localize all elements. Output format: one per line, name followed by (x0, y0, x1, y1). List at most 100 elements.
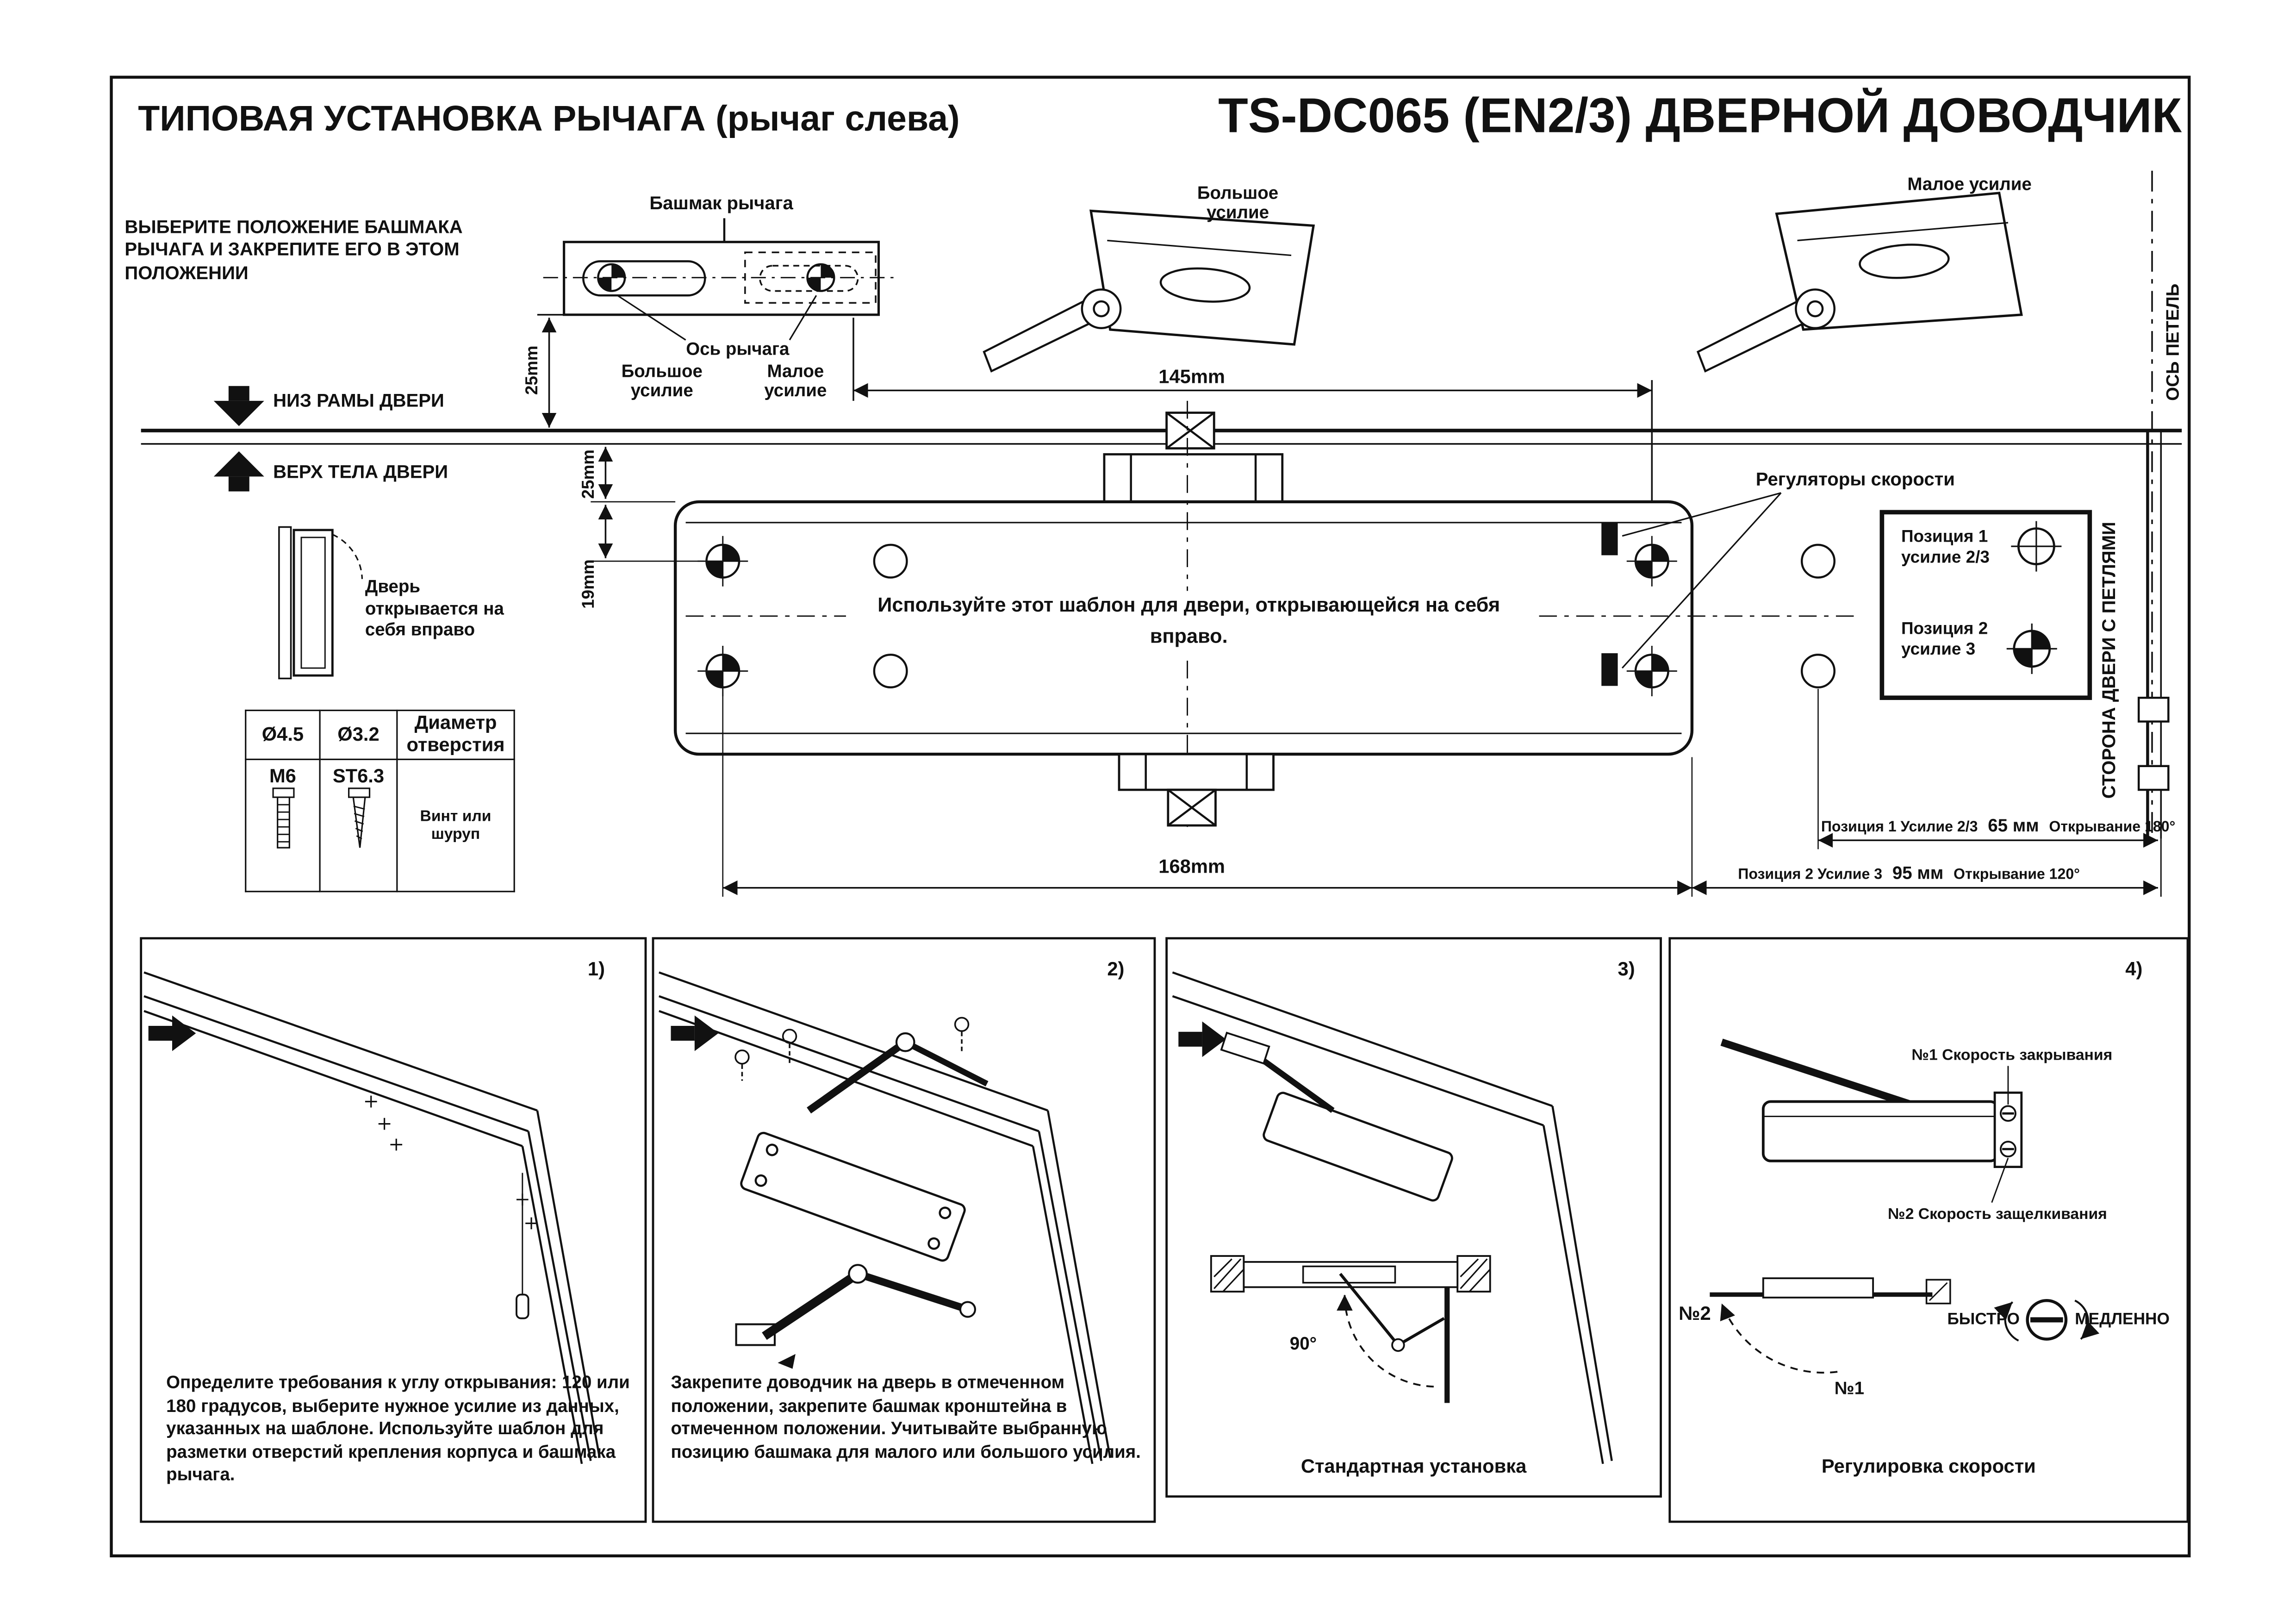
closer-assembly-drawing (734, 1017, 989, 1262)
page-border (110, 75, 2191, 1558)
mounting-hole (1626, 646, 1677, 697)
dim-25mm-body: 25mm (580, 449, 598, 499)
mounting-hole (1626, 536, 1677, 587)
n2-label: №2 (1679, 1302, 1711, 1324)
step1-number: 1) (587, 957, 605, 980)
dim-19mm: 19mm (580, 559, 598, 609)
hole-d2: Ø3.2 (319, 709, 398, 760)
mounting-hole (697, 536, 748, 587)
speed-dial-icon (1994, 1299, 2100, 1342)
speed-regulators-leaders (1621, 492, 1782, 669)
position2-dim-prefix: Позиция 2 Усилие 3 (1738, 867, 1883, 884)
position2-force: усилие 3 (1901, 641, 1976, 659)
hole-d-label: Диаметр отверстия (396, 709, 515, 760)
hole-m6-cell: M6 (245, 758, 321, 892)
swing-plan-view (1710, 1277, 1951, 1374)
step1-text: Определите требования к углу открывания:… (166, 1372, 630, 1486)
position1-force: усилие 2/3 (1901, 549, 1990, 568)
step-panel-4 (1668, 937, 2189, 1523)
crosshair-icon (2011, 521, 2062, 572)
arm-illustration-small-force (1696, 192, 2023, 373)
down-arrow-icon (213, 386, 264, 426)
mounting-hole (873, 653, 908, 689)
filled-crosshair-icon (2006, 623, 2057, 674)
title-right: TS-DC065 (EN2/3) ДВЕРНОЙ ДОВОДЧИК (1218, 87, 2182, 143)
plumb-line (516, 1173, 529, 1319)
speed-regulators-label: Регуляторы скорости (1755, 469, 1955, 490)
body-dimension-lines (591, 443, 704, 562)
dim-145mm: 145mm (1125, 365, 1259, 389)
shoe-force-big-label: Большое усилие (621, 361, 703, 402)
position1-label: Позиция 1 (1901, 528, 1988, 547)
hole-st63-cell: ST6.3 (319, 758, 398, 892)
slow-label: МЕДЛЕННО (2075, 1311, 2170, 1329)
position1-dim-prefix: Позиция 1 Усилие 2/3 (1821, 819, 1978, 836)
step4-caption: Регулировка скорости (1821, 1455, 2036, 1477)
fast-label: БЫСТРО (1947, 1311, 2020, 1329)
door-opening-note: Дверь открывается на себя вправо (365, 576, 504, 640)
mounting-hole (873, 543, 908, 579)
hole-table: Ø4.5 Ø3.2 Диаметр отверстия M6 ST6.3 (245, 709, 515, 892)
door-swing-icon (278, 526, 363, 680)
spindle-cross-box-top (1165, 412, 1215, 450)
standard-install-drawing (1172, 971, 1613, 1464)
arm-shoe-drawing (543, 218, 896, 341)
hole-s-label: Винт или шуруп (396, 758, 515, 892)
mounting-hole (697, 646, 748, 697)
right-arrow-icon (671, 1015, 719, 1051)
frame-corner-drawing-2 (659, 971, 1111, 1464)
m6-bolt-icon (271, 787, 294, 849)
door-frame-line (141, 429, 2182, 445)
speed-valve (1601, 653, 1618, 686)
n1-label: №1 (1834, 1378, 1865, 1399)
title-left: ТИПОВАЯ УСТАНОВКА РЫЧАГА (рычаг слева) (138, 99, 960, 140)
position-dimension-lines (1692, 689, 2158, 895)
position1-dim-suffix: Открывание 180° (2049, 819, 2176, 836)
step-panel-3 (1165, 937, 1662, 1498)
hole-s1: M6 (269, 764, 296, 787)
speed-adjust-drawing (1710, 1038, 2100, 1374)
hole-s2: ST6.3 (332, 764, 385, 787)
step2-number: 2) (1107, 957, 1125, 980)
right-arrow-icon (148, 1015, 196, 1051)
adjust-screw-1 (1999, 1066, 2016, 1122)
latching-speed-label: №2 Скорость защелкивания (1888, 1206, 2107, 1224)
shoe-force-small-label: Малое усилие (764, 361, 827, 402)
position2-dim-suffix: Открывание 120° (1954, 867, 2080, 884)
hinge-side-label: СТОРОНА ДВЕРИ С ПЕТЛЯМИ (2098, 522, 2120, 799)
up-arrow-icon (213, 451, 264, 492)
right-arrow-icon (1178, 1021, 1226, 1057)
position1-dim-value: 65 мм (1988, 815, 2039, 836)
screw-icons (734, 1017, 970, 1081)
arm-illustration-big-force (983, 209, 1315, 373)
position2-dimension: Позиция 2 Усилие 3 95 мм Открывание 120° (1738, 862, 2080, 885)
arm-big-force-label: Большое усилие (1197, 182, 1279, 224)
step-panel-2 (652, 937, 1156, 1523)
angle-90-label: 90° (1285, 1333, 1321, 1355)
shoe-axis-label: Ось рычага (686, 338, 790, 360)
door-edge-hinges (2137, 432, 2170, 897)
dimension-145mm (852, 318, 1653, 505)
shoe-position-circles (1800, 543, 1836, 689)
adjust-screw-2 (1991, 1141, 2016, 1203)
shoe-label: Башмак рычага (649, 193, 793, 214)
arm-small-force-label: Малое усилие (1907, 174, 2032, 195)
hinge-axis-label: ОСЬ ПЕТЕЛЬ (2162, 283, 2184, 401)
step3-number: 3) (1618, 957, 1635, 980)
position-legend-box (1879, 510, 2092, 700)
shoe-dimension-25mm (537, 314, 567, 428)
plan-view (1210, 1255, 1491, 1403)
frame-corner-drawing-1 (143, 971, 601, 1464)
drill-marks (365, 1095, 537, 1230)
template-usage-note: Используйте этот шаблон для двери, откры… (846, 591, 1532, 653)
closing-speed-label: №1 Скорость закрывания (1911, 1046, 2113, 1065)
door-top-label: ВЕРХ ТЕЛА ДВЕРИ (273, 462, 448, 483)
dim-168mm: 168mm (1139, 855, 1244, 879)
step4-number: 4) (2125, 957, 2143, 980)
shoe-position-instruction: ВЫБЕРИТЕ ПОЛОЖЕНИЕ БАШМАКА РЫЧАГА И ЗАКР… (124, 217, 463, 283)
st63-screw-icon (347, 787, 370, 848)
arm-assembly-drawing (735, 1264, 977, 1369)
step-panel-1 (140, 937, 647, 1523)
hole-d1: Ø4.5 (245, 709, 321, 760)
